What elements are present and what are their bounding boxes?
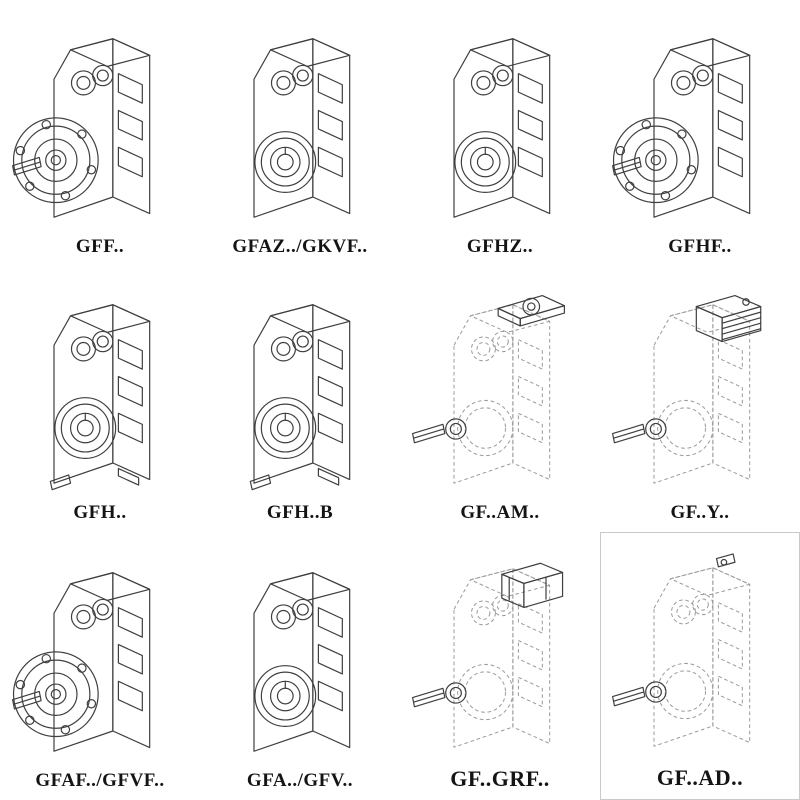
model-label: GF..Y.. [670, 502, 730, 523]
model-label: GFF.. [75, 236, 125, 257]
model-label: GFHZ.. [466, 236, 534, 257]
model-label: GF..AM.. [460, 502, 540, 523]
catalog-cell-gfhz: GFHZ.. [400, 0, 600, 266]
catalog-cell-gfaf-gfvf: GFAF../GFVF.. [0, 532, 200, 800]
model-label: GFA../GFV.. [246, 770, 354, 791]
model-label: GF..AD.. [656, 765, 744, 790]
catalog-cell-gf-y: GF..Y.. [600, 266, 800, 532]
catalog-cell-gf-ad: GF..AD.. [600, 532, 800, 800]
model-label: GFAZ../GKVF.. [232, 236, 368, 257]
catalog-cell-gfh: GFH.. [0, 266, 200, 532]
model-label: GFAF../GFVF.. [35, 770, 165, 791]
catalog-cell-gfh-b: GFH..B [200, 266, 400, 532]
gearbox-drawing [408, 22, 592, 234]
catalog-cell-gfa-gfv: GFA../GFV.. [200, 532, 400, 800]
gearbox-drawing [408, 552, 592, 764]
gearbox-drawing [608, 551, 792, 763]
model-label: GF..GRF.. [450, 766, 550, 791]
catalog-cell-gff: GFF.. [0, 0, 200, 266]
gearbox-drawing [408, 288, 592, 500]
model-label: GFH.. [73, 502, 127, 523]
gearbox-drawing [8, 22, 192, 234]
catalog-cell-gfhf: GFHF.. [600, 0, 800, 266]
gearbox-drawing [8, 556, 192, 768]
model-label: GFH..B [266, 502, 334, 523]
gearbox-drawing [608, 22, 792, 234]
gearbox-drawing [208, 556, 392, 768]
model-label: GFHF.. [668, 236, 732, 257]
gearbox-drawing [208, 288, 392, 500]
catalog-cell-gf-am: GF..AM.. [400, 266, 600, 532]
catalog-cell-gf-grf: GF..GRF.. [400, 532, 600, 800]
catalog-cell-gfaz-gkvf: GFAZ../GKVF.. [200, 0, 400, 266]
gearbox-drawing [8, 288, 192, 500]
gearbox-drawing [208, 22, 392, 234]
gearbox-drawing [608, 288, 792, 500]
